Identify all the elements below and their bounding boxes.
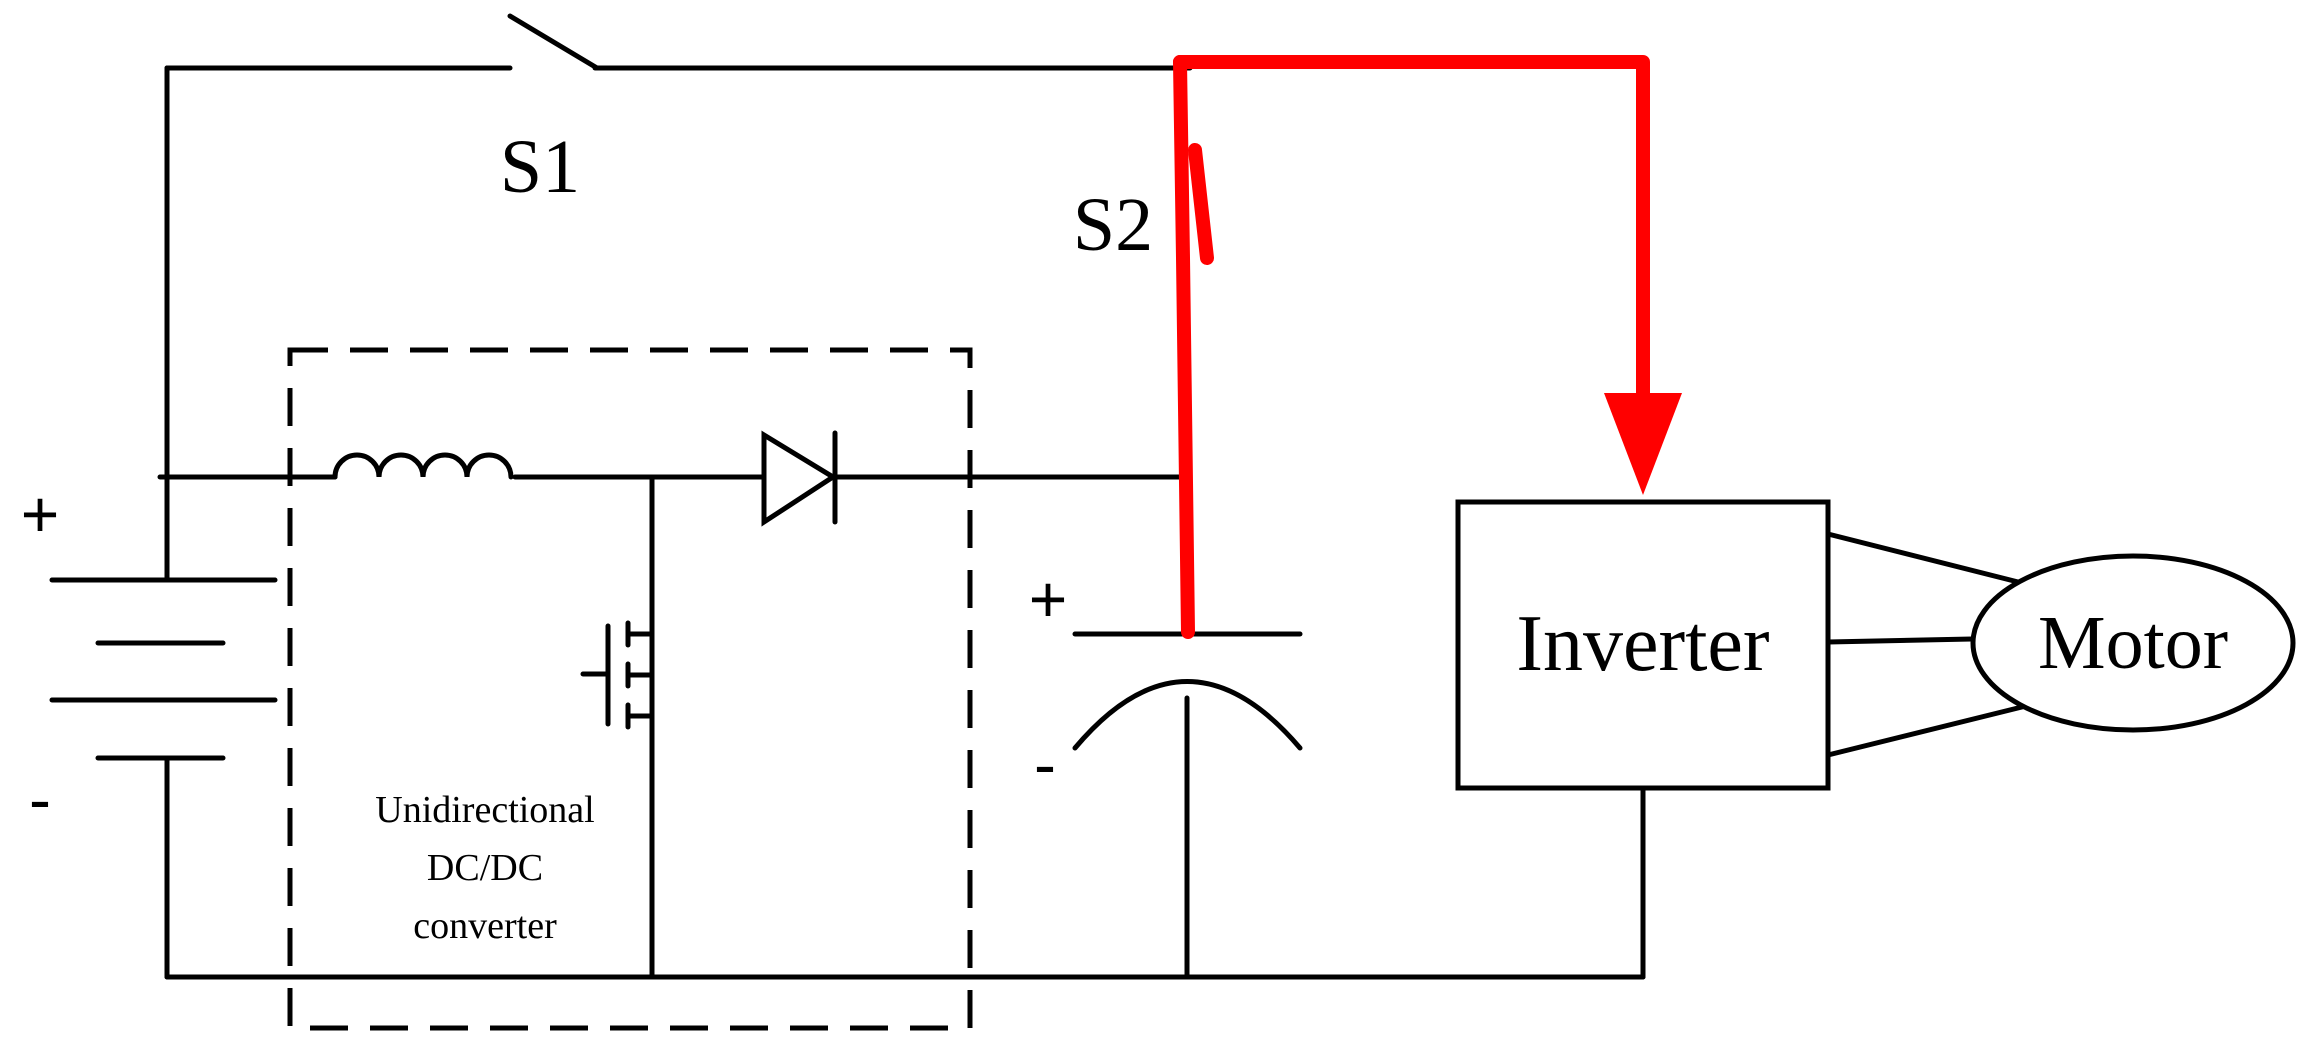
switch-s1: [507, 13, 600, 71]
converter-label-line2: DC/DC: [427, 847, 543, 889]
wiring: [157, 65, 1646, 980]
inverter-block: Inverter: [1455, 499, 1831, 791]
switch-s2-label: S2: [1073, 183, 1153, 267]
inverter-label: Inverter: [1516, 600, 1769, 688]
capacitor-plus-label: +: [1029, 562, 1068, 636]
converter-label-line1: Unidirectional: [375, 789, 594, 831]
mosfet: [580, 620, 655, 730]
phase-line-b: [1825, 636, 1975, 645]
converter-label-line3: converter: [413, 905, 557, 947]
inductor: [332, 452, 514, 480]
motor-ellipse: [1970, 553, 2296, 733]
diode: [761, 430, 838, 527]
power-flow-line-capacitor: [1173, 55, 1195, 639]
converter-boundary: [287, 347, 973, 1031]
battery: [49, 577, 278, 761]
phase-lines: [1825, 531, 2033, 758]
capacitor-minus-label: -: [1034, 727, 1056, 801]
switch-s1-blade: [507, 13, 600, 71]
switch-s1-label: S1: [500, 125, 580, 209]
power-flow-arrowhead: [1604, 393, 1682, 495]
motor-block: Motor: [1970, 553, 2296, 733]
power-flow-line-top: [1173, 55, 1650, 402]
battery-minus-label: -: [29, 762, 51, 836]
phase-line-a: [1825, 531, 2033, 588]
capacitor-curved-plate: [1072, 679, 1303, 751]
switch-s2-blade: [1188, 143, 1214, 265]
battery-plus-label: +: [21, 477, 60, 551]
phase-line-c: [1825, 702, 2033, 758]
inverter-box: [1455, 499, 1831, 791]
motor-label: Motor: [2038, 601, 2228, 685]
power-flow-path: [1173, 55, 1682, 639]
diode-triangle: [761, 430, 838, 527]
